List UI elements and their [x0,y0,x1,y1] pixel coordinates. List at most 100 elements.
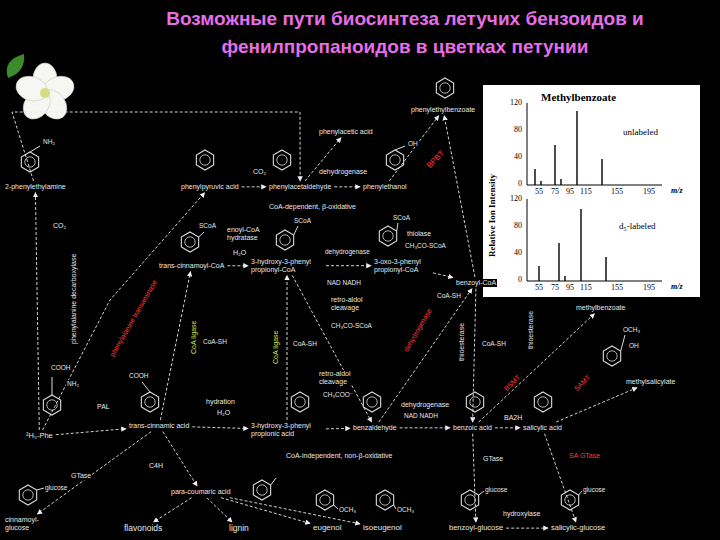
compound-name: salicylic acid [523,424,562,432]
reagent-label: H₂O [232,249,247,257]
series-label: unlabeled [622,128,659,138]
compound-node: phenylacetic acid [318,128,374,136]
compound-name: methylsalicylate [626,378,675,386]
compound-name: isoeugenol [363,524,402,533]
axis-title: Relative Ion Intensity [488,173,498,258]
cofactor-label: NAD NADH [403,412,439,419]
reagent-label: CoA-SH [202,338,228,345]
compound-node: methylbenzoate [575,304,626,312]
enzyme-label: dehydrogenase [318,168,368,176]
enzyme-label: phenylalanine transaminase [108,278,159,359]
atom-label: SCoA [392,214,411,221]
compound-node: para-coumaric acid [170,488,232,496]
compound-node: phenylethylbenzoate [410,106,476,114]
axis-tick: 0 [517,180,523,189]
enzyme-label: BA2H [503,414,523,422]
axis-tick: 55 [534,284,544,293]
reaction-arrow [326,428,350,430]
enzyme-label: enoyl-CoA hydratase [226,226,266,241]
enzyme-label: SA GTase [568,452,601,460]
compound-node: isoeugenol [362,524,403,533]
enzyme-label: CoA ligase [190,320,198,355]
reagent-label: CoA-SH [292,340,318,347]
compound-name: phenylethanol [363,183,407,191]
reaction-arrow [242,186,266,187]
reagent-label: CoA-SH [436,292,462,299]
axis-tick: 40 [513,249,523,258]
enzyme-label: BSMT [502,373,523,394]
mass-spectrum [483,85,700,297]
atom-label: glucose [44,484,68,491]
axis-tick: 195 [642,188,656,197]
reagent-label: CH₃CO-SCoA [404,242,447,249]
axis-tick: 80 [513,126,523,135]
compound-name: phenylacetic acid [319,128,373,136]
enzyme-label: GTase [70,472,92,480]
reaction-arrow [154,498,192,522]
reaction-arrow [292,275,371,422]
enzyme-label: BPBT [425,149,447,171]
atom-label: COOH [128,372,150,379]
compound-name: para-coumaric acid [171,488,231,496]
axis-tick: 195 [642,284,656,293]
atom-label: SCoA [293,217,312,224]
pathway-label: CoA-dependent, β-oxidative [268,203,357,211]
compound-name: lignin [229,524,249,533]
reagent-label: CoA-SH [481,340,507,347]
reaction-arrow [473,289,476,422]
reaction-arrow [389,116,438,181]
compound-node: benzaldehyde [352,424,398,432]
compound-node: salicylic acid [522,424,563,432]
reagent-label: CO₂ [252,168,267,176]
axis-tick: 120 [509,99,523,108]
compound-name: 3-hydroxy-3-phenyl propionyl-CoA [251,258,323,273]
enzyme-label: hydroxylase [502,510,541,518]
reagent-label: H₂O [216,409,231,417]
reaction-arrow [495,427,520,428]
reaction-arrow [326,265,371,266]
compound-name: benzoic acid [453,424,492,432]
slide-title: Возможные пути биосинтеза летучих бензои… [130,5,680,61]
compound-name: benzoyl-CoA [456,279,496,287]
axis-title: m/z [670,187,684,196]
axis-tick: 120 [509,195,523,204]
reaction-label: retro-aldol cleavage [318,370,364,385]
compound-node: phenylethanol [362,183,408,191]
enzyme-label: dehydrogenase [324,248,371,255]
compound-name: methylbenzoate [576,304,625,312]
reaction-arrow [334,186,360,187]
compound-node: flavonoids [123,524,163,533]
compound-node: eugenol [312,524,342,533]
reaction-arrow [545,434,576,522]
reagent-label: CO₂ [52,222,67,230]
reaction-arrow [230,498,360,524]
compound-name: benzaldehyde [353,424,397,432]
reaction-arrow [479,314,595,422]
atom-label: OCH₃ [396,506,415,513]
reaction-arrow [43,193,205,430]
compound-node: 3-oxo-3-phenyl propionyl-CoA [373,258,431,273]
reaction-arrow [379,289,472,422]
reaction-arrow [506,528,548,529]
compound-name: eugenol [313,524,341,533]
atom-label: NH₂ [42,138,56,145]
cofactor-label: NAD NADH [326,279,362,286]
enzyme-label: thioesterase [458,322,466,362]
compound-name: salicylic-glucose [551,524,605,532]
reaction-arrow [473,434,476,522]
reaction-arrow [400,427,450,428]
reaction-arrow [227,265,248,266]
reaction-arrow [192,427,248,429]
axis-tick: 115 [579,188,593,197]
axis-tick: 75 [550,188,560,197]
compound-name: flavonoids [124,524,162,533]
reagent-label: CH₃CO-SCoA [330,322,373,329]
enzyme-label: phenylalanine decarboxylase [70,253,78,345]
reaction-label: hydration [205,398,236,406]
compound-name: trans-cinnamoyl-CoA [159,262,224,270]
reaction-arrow [35,193,39,430]
pathway-label: CoA-independent, non-β-oxidative [285,452,393,460]
enzyme-label: GTase [482,455,504,463]
